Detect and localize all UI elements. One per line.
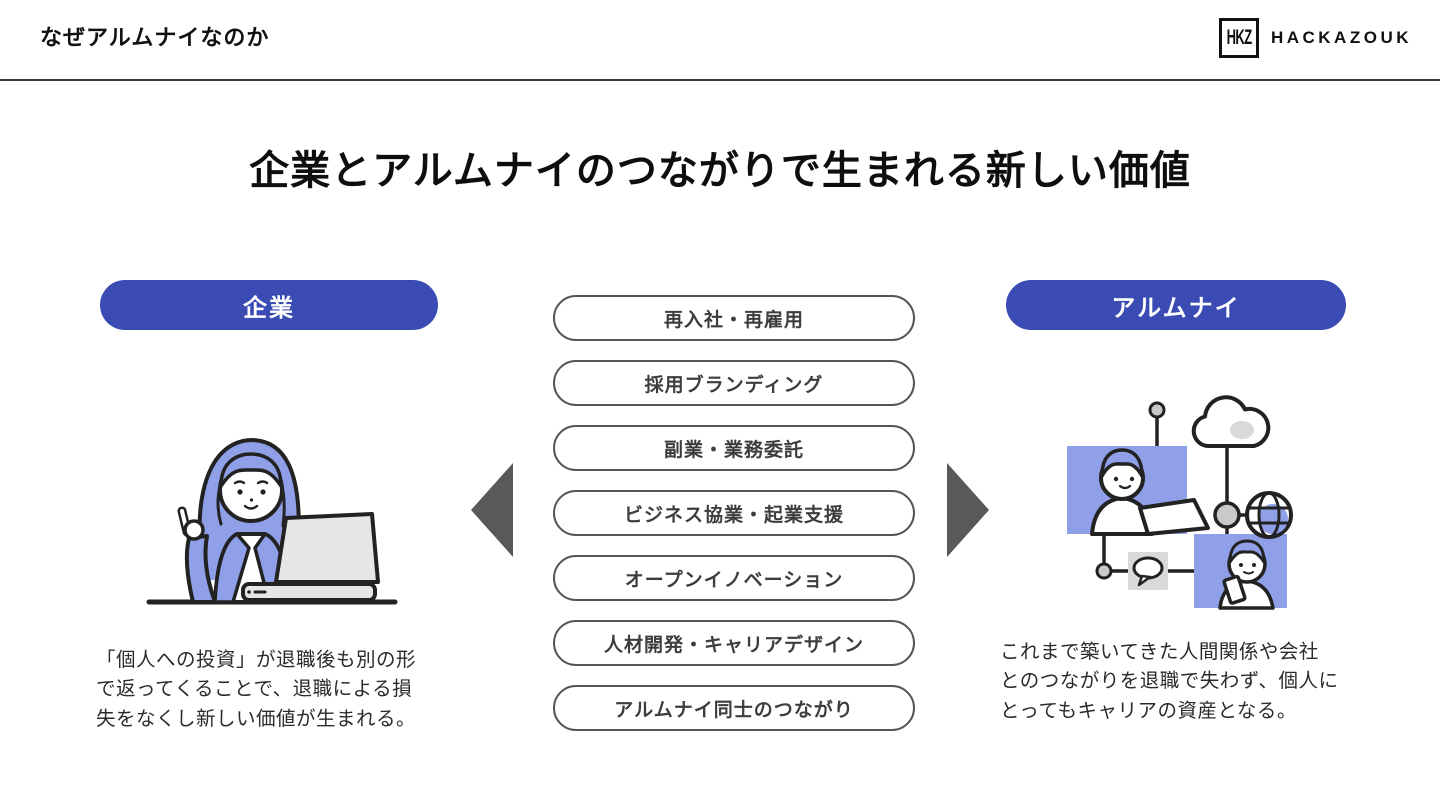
logo-mark-icon: HKZ xyxy=(1218,18,1259,58)
connection-pill: 人材開発・キャリアデザイン xyxy=(553,620,915,666)
alumni-description: これまで築いてきた人間関係や会社 とのつながりを退職で失わず、個人に とってもキ… xyxy=(1000,641,1339,722)
alumni-illustration xyxy=(1067,395,1293,610)
connection-pill: 採用ブランディング xyxy=(553,360,915,406)
connection-pill: ビジネス協業・起業支援 xyxy=(553,490,915,536)
logo-mark-text: HKZ xyxy=(1226,26,1253,49)
arrow-right-icon xyxy=(947,463,989,557)
company-pill: 企業 xyxy=(100,280,438,330)
connection-pill: オープンイノベーション xyxy=(553,555,915,601)
slide-title: 企業とアルムナイのつながりで生まれる新しい価値 xyxy=(249,149,1191,193)
connection-pill: アルムナイ同士のつながり xyxy=(553,685,915,731)
page-title: なぜアルムナイなのか xyxy=(40,25,270,50)
connections-list: 再入社・再雇用採用ブランディング副業・業務委託ビジネス協業・起業支援オープンイノ… xyxy=(553,295,915,731)
logo: HKZ HACKAZOUK xyxy=(1218,18,1412,58)
company-description: 「個人への投資」が退職後も別の形 で返ってくることで、退職による損 失をなくし新… xyxy=(96,649,417,730)
header-divider xyxy=(0,79,1440,81)
logo-name: HACKAZOUK xyxy=(1270,28,1412,47)
alumni-pill: アルムナイ xyxy=(1006,280,1346,330)
connection-pill: 再入社・再雇用 xyxy=(553,295,915,341)
arrow-left-icon xyxy=(471,463,513,557)
company-illustration xyxy=(146,438,398,605)
connection-pill: 副業・業務委託 xyxy=(553,425,915,471)
